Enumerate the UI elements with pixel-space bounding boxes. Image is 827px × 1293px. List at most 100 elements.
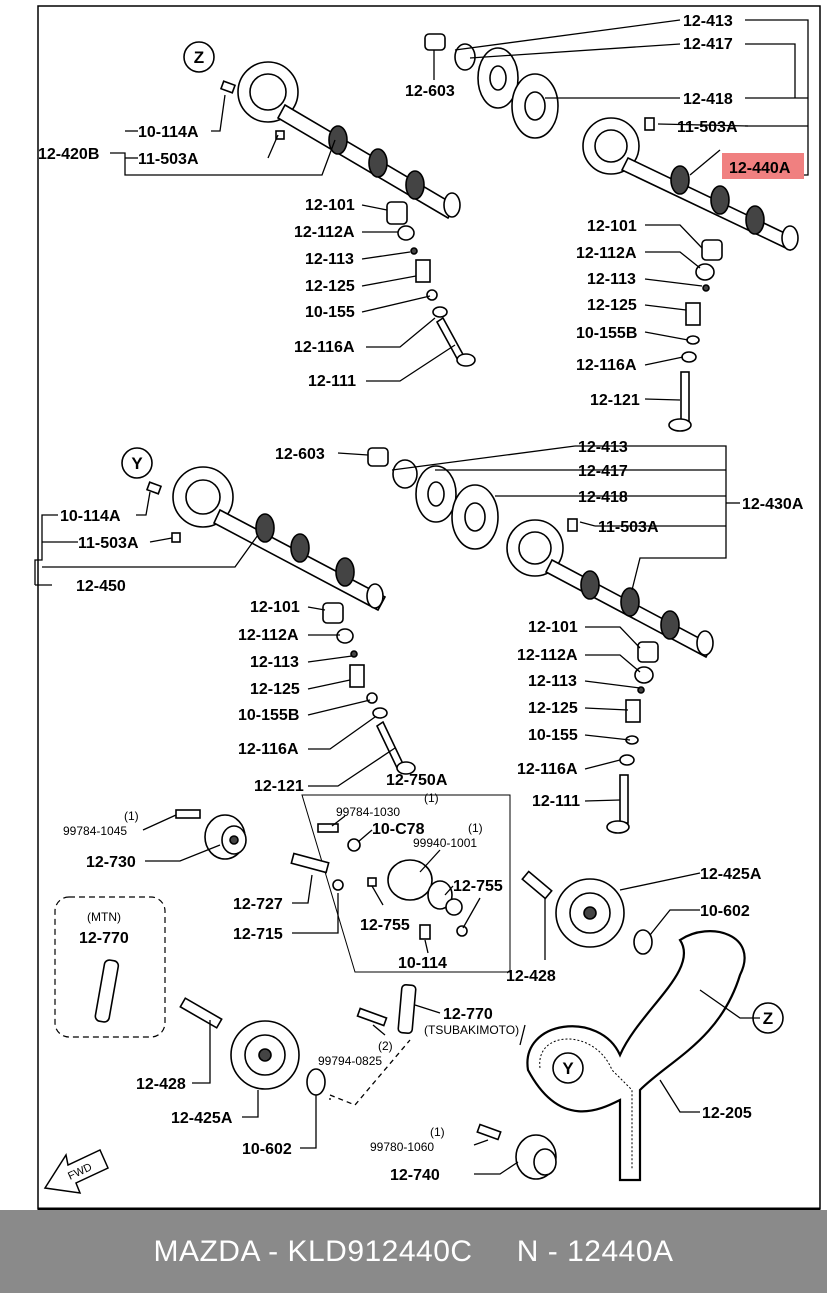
label-11-503A: 11-503A <box>677 119 738 136</box>
timing-belt-12-205 <box>526 930 746 1182</box>
label-12-116A: 12-116A <box>517 761 578 778</box>
part-labels: 12-413 12-417 12-603 12-418 11-503A 12-4… <box>38 13 804 1184</box>
label-12-418: 12-418 <box>683 91 733 108</box>
camshaft-middle-left <box>145 466 387 612</box>
label-12-755: 12-755 <box>360 917 410 934</box>
label-12-101: 12-101 <box>528 619 578 636</box>
label-12-770: 12-770 <box>443 1006 493 1023</box>
label-12-121: 12-121 <box>590 392 640 409</box>
label-12-205: 12-205 <box>702 1105 752 1122</box>
label-12-113: 12-113 <box>250 654 299 671</box>
label-10-C78: 10-C78 <box>372 821 425 838</box>
label-12-417: 12-417 <box>683 36 733 53</box>
label-12-755: 12-755 <box>453 878 503 895</box>
valve-stack-middle-right <box>606 641 659 834</box>
timing-pulley-left <box>179 997 326 1096</box>
label-12-112A: 12-112A <box>517 647 578 664</box>
qty-99780-1060: (1) <box>430 1125 445 1139</box>
svg-text:Z: Z <box>763 1009 773 1028</box>
label-12-101: 12-101 <box>587 218 637 235</box>
callout-y-left: Y <box>121 447 153 479</box>
callout-z-top: Z <box>183 41 215 73</box>
label-12-715: 12-715 <box>233 926 283 943</box>
label-12-740: 12-740 <box>390 1167 440 1184</box>
seal-parts-middle <box>367 447 499 550</box>
label-12-111: 12-111 <box>308 373 356 390</box>
label-12-101: 12-101 <box>305 197 355 214</box>
label-12-730: 12-730 <box>86 854 136 871</box>
label-12-125: 12-125 <box>587 297 637 314</box>
label-11-503A: 11-503A <box>138 151 199 168</box>
label-12-112A: 12-112A <box>294 224 355 241</box>
qty-99784-1030: (1) <box>424 791 439 805</box>
label-12-116A: 12-116A <box>238 741 299 758</box>
leader-lines <box>34 19 809 1175</box>
label-12-101: 12-101 <box>250 599 300 616</box>
parts-diagram: Z <box>34 5 821 1210</box>
camshaft-top-left <box>219 61 461 220</box>
tensioner-12-770 <box>356 984 417 1034</box>
footer-text: MAZDA - KLD912440C N - 12440A <box>153 1234 674 1268</box>
label-12-420B: 12-420B <box>38 146 99 163</box>
valve-stack-top-left <box>386 201 476 367</box>
label-12-125: 12-125 <box>305 278 355 295</box>
label-12-603: 12-603 <box>405 83 455 100</box>
label-12-430A: 12-430A <box>742 496 804 513</box>
label-10-602: 10-602 <box>700 903 750 920</box>
label-12-428: 12-428 <box>136 1076 186 1093</box>
part-number-footer: MAZDA - KLD912440C N - 12440A <box>0 1210 827 1293</box>
label-12-111: 12-111 <box>532 793 580 810</box>
label-12-428: 12-428 <box>506 968 556 985</box>
label-11-503A: 11-503A <box>598 519 659 536</box>
label-10-114A: 10-114A <box>60 508 121 525</box>
mtn-box <box>54 896 166 1038</box>
label-12-727: 12-727 <box>233 896 283 913</box>
svg-text:Y: Y <box>562 1059 574 1078</box>
valve-stack-middle-left <box>322 602 416 775</box>
seal-parts-top <box>424 33 559 139</box>
label-99940-1001: 99940-1001 <box>413 836 477 850</box>
label-10-602: 10-602 <box>242 1141 292 1158</box>
label-12-418: 12-418 <box>578 489 628 506</box>
fwd-arrow-icon: FWD <box>43 1148 109 1194</box>
label-12-116A: 12-116A <box>294 339 355 356</box>
label-12-417: 12-417 <box>578 463 628 480</box>
camshaft-top-right <box>582 117 799 252</box>
label-10-155B: 10-155B <box>238 707 299 724</box>
label-99794-0825: 99794-0825 <box>318 1054 382 1068</box>
svg-text:Z: Z <box>194 48 204 67</box>
highlight-box <box>722 153 804 179</box>
label-12-425A: 12-425A <box>171 1110 233 1127</box>
qty-99794-0825: (2) <box>378 1039 393 1053</box>
label-12-413: 12-413 <box>578 439 628 456</box>
label-12-413: 12-413 <box>683 13 733 30</box>
idler-pulley-12-730 <box>175 809 247 860</box>
qty-99940-1001: (1) <box>468 821 483 835</box>
label-99784-1045: 99784-1045 <box>63 824 127 838</box>
bolts-12-727 <box>290 852 344 891</box>
camshaft-middle-right <box>506 518 714 659</box>
valve-stack-top-right <box>668 239 723 432</box>
label-12-125: 12-125 <box>528 700 578 717</box>
label-12-112A: 12-112A <box>576 245 637 262</box>
qty-99784-1045: (1) <box>124 809 139 823</box>
label-12-750A: 12-750A <box>386 772 448 789</box>
label-99780-1060: 99780-1060 <box>370 1140 434 1154</box>
label-10-155: 10-155 <box>305 304 355 321</box>
label-10-155: 10-155 <box>528 727 578 744</box>
label-12-450: 12-450 <box>76 578 126 595</box>
label-10-114: 10-114 <box>398 955 447 972</box>
label-12-121: 12-121 <box>254 778 304 795</box>
label-12-770-mtn: 12-770 <box>79 930 129 947</box>
idler-12-740 <box>476 1123 557 1180</box>
timing-pulley-right <box>521 870 653 955</box>
label-12-125: 12-125 <box>250 681 300 698</box>
svg-text:Y: Y <box>131 454 143 473</box>
label-mtn: (MTN) <box>87 910 121 924</box>
label-10-114A: 10-114A <box>138 124 199 141</box>
label-12-116A: 12-116A <box>576 357 637 374</box>
callout-y-belt: Y <box>552 1052 584 1084</box>
label-99784-1030: 99784-1030 <box>336 805 400 819</box>
label-12-603: 12-603 <box>275 446 325 463</box>
label-12-425A: 12-425A <box>700 866 762 883</box>
